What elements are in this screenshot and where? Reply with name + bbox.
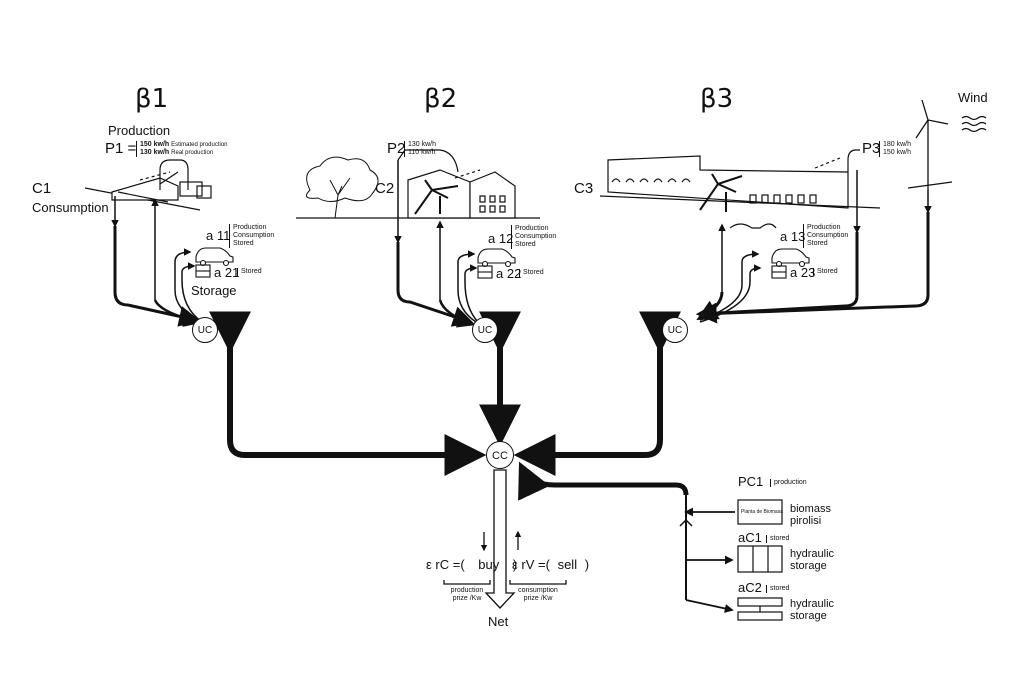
storage-label: Storage <box>191 283 237 298</box>
pc1-item: production <box>770 479 807 487</box>
consumer-3-label: C3 <box>574 180 594 197</box>
p1-note-2: Real production <box>171 150 214 156</box>
agent-3-item-stored: Stored <box>807 240 828 247</box>
production-label: Production <box>108 123 171 138</box>
sell-note: consumption prize /Kw <box>510 587 566 603</box>
uc-node-2: UC <box>472 317 498 343</box>
uc-node-1: UC <box>192 317 218 343</box>
beta-2-label: β2 <box>424 84 458 114</box>
power-1-values: 150 kw/h Estimated production 130 kw/h R… <box>136 141 228 157</box>
section-1-connectors <box>111 159 203 327</box>
plant-box-label: Planta de Biomasa <box>741 509 783 515</box>
buy-label: buy <box>478 557 500 572</box>
p2-value-1: 130 kw/h <box>408 141 437 148</box>
uc-node-3: UC <box>662 317 688 343</box>
net-arrow <box>484 469 516 609</box>
storage-agent-1-label: a 21 <box>214 265 240 280</box>
hydraulic-storage-2: hydraulic storage <box>790 598 834 622</box>
storage-agent-3-label: a 23 <box>790 265 816 280</box>
ac2-item: stored <box>766 585 789 593</box>
consumer-1-label: C1 <box>32 180 52 197</box>
power-2-label: P2 <box>387 140 406 157</box>
net-label: Net <box>488 614 509 629</box>
sell-note-2: prize /Kw <box>523 595 553 602</box>
agent-2-label: a 12 <box>488 231 514 246</box>
main-links <box>209 311 681 476</box>
power-3-values: 180 kw/h 150 kw/h <box>879 141 911 157</box>
sell-formula: ε rV =( sell ) <box>512 557 589 572</box>
biomass-label-2: pirolisi <box>790 515 822 527</box>
pc1-label: PC1 <box>738 474 764 489</box>
cc-node: CC <box>486 441 514 469</box>
p2-value-2: 110 kw/h <box>408 149 436 156</box>
beta-3-label: β3 <box>700 84 734 114</box>
car-battery-icons-2 <box>477 248 516 279</box>
car-battery-icons-3 <box>771 248 810 279</box>
p3-value-1: 180 kw/h <box>883 141 912 148</box>
buy-formula: ε rC =( buy ) <box>426 557 517 572</box>
agent-2-item-production: Production <box>515 225 549 232</box>
buy-symbol: ε rC =( <box>426 557 465 572</box>
storage-agent-2-label: a 22 <box>496 266 522 281</box>
building-3-illustration <box>599 155 881 229</box>
hydraulic-1-label-1: hydraulic <box>790 548 835 560</box>
plant-boxes <box>737 499 783 621</box>
ac1-label: aC1 <box>738 530 762 545</box>
agent-1-items: Production Consumption Stored <box>229 224 274 248</box>
biomass-label: biomass pirolisi <box>790 503 831 527</box>
hydraulic-1-label-2: storage <box>790 560 827 572</box>
storage-agent-2-item: Stored <box>519 269 544 277</box>
wind-turbine-icon <box>907 99 987 190</box>
section-3-connectors <box>695 149 932 324</box>
p1-note-1: Estimated production <box>171 142 228 148</box>
sell-label: sell <box>557 557 578 572</box>
p3-value-2: 150 kw/h <box>883 149 912 156</box>
agent-1-item-stored: Stored <box>233 240 254 247</box>
buy-note: production prize /Kw <box>444 587 490 603</box>
agent-1-item-production: Production <box>233 224 267 231</box>
agent-2-item-stored: Stored <box>515 241 536 248</box>
hydraulic-storage-1: hydraulic storage <box>790 548 834 572</box>
power-1-label: P1 = <box>105 140 137 157</box>
agent-1-item-consumption: Consumption <box>233 232 275 239</box>
storage-agent-3-item: Stored <box>813 268 838 276</box>
storage-agent-1-item: Stored <box>237 268 262 276</box>
consumer-2-label: C2 <box>375 180 395 197</box>
sell-note-1: consumption <box>518 587 558 594</box>
agent-1-label: a 11 <box>206 228 231 243</box>
house-2-illustration <box>407 169 516 219</box>
sell-close: ) <box>584 557 590 572</box>
p1-value-2: 130 kw/h <box>140 149 170 156</box>
agent-3-item-production: Production <box>807 224 841 231</box>
wind-label: Wind <box>958 90 988 105</box>
ac2-label: aC2 <box>738 580 762 595</box>
agent-2-item-consumption: Consumption <box>515 233 557 240</box>
hydraulic-2-label-2: storage <box>790 610 827 622</box>
plant-links <box>518 461 735 613</box>
p1-value-1: 150 kw/h <box>140 141 170 148</box>
power-2-values: 130 kw/h 110 kw/h <box>404 141 436 157</box>
ac1-item: stored <box>766 535 789 543</box>
consumption-label: Consumption <box>32 200 109 215</box>
hydraulic-2-label-1: hydraulic <box>790 598 835 610</box>
agent-3-label: a 13 <box>780 229 806 244</box>
car-battery-icons-1 <box>195 247 234 278</box>
power-3-label: P3 <box>862 140 881 157</box>
house-1-illustration <box>84 171 212 211</box>
beta-1-label: β1 <box>135 84 169 114</box>
agent-3-item-consumption: Consumption <box>807 232 849 239</box>
agent-3-items: Production Consumption Stored <box>803 224 848 248</box>
buy-sell-arrows <box>443 530 567 585</box>
buy-close: ) <box>512 557 518 572</box>
buy-note-2: prize /Kw <box>452 595 482 602</box>
buy-note-1: production <box>450 587 484 594</box>
biomass-label-1: biomass <box>790 503 831 515</box>
sell-symbol: ε rV =( <box>512 557 550 572</box>
agent-2-items: Production Consumption Stored <box>511 225 556 249</box>
